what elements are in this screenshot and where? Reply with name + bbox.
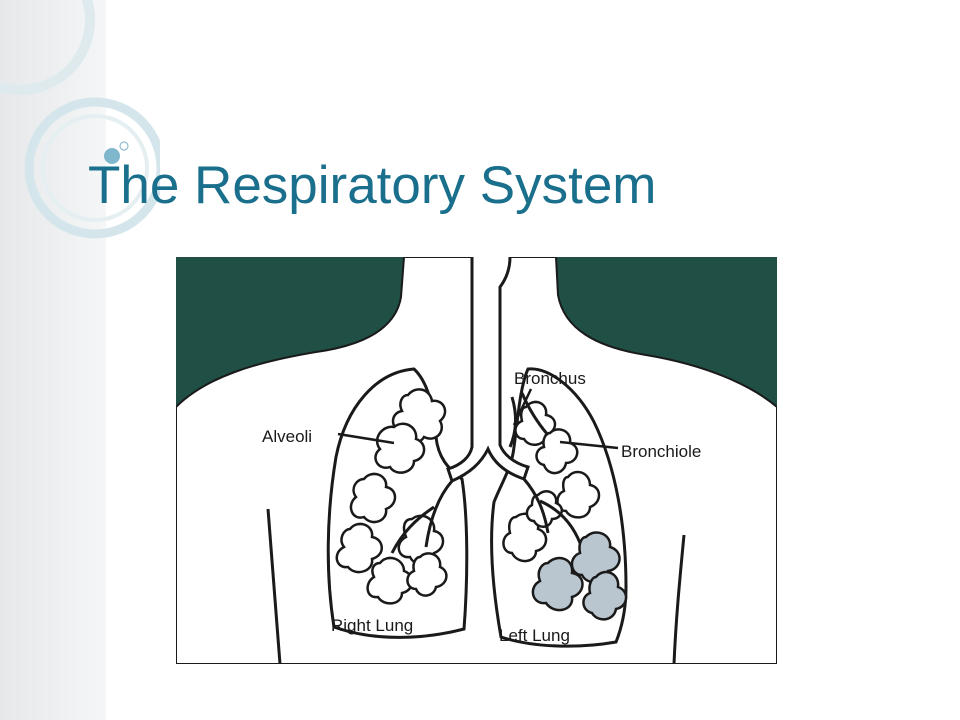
- left-lung-alveoli: [502, 400, 601, 563]
- respiratory-diagram: Bronchus Alveoli Bronchiole Right Lung L…: [176, 257, 777, 664]
- deco-dot-small: [119, 141, 129, 151]
- alveoli-leader: [337, 432, 395, 445]
- deco-dot-large: [104, 148, 120, 164]
- decorative-circles: [0, 0, 160, 239]
- label-bronchus: Bronchus: [514, 369, 586, 388]
- deco-ring-top: [0, 0, 95, 95]
- deco-ring-inner: [41, 114, 149, 222]
- bronchiole-leader: [559, 440, 619, 450]
- bronchus-leader: [512, 388, 533, 426]
- right-lung-alveoli: [335, 388, 448, 605]
- right-arm-crease: [266, 508, 282, 664]
- trachea: [446, 257, 530, 484]
- left-arm-crease: [672, 534, 686, 664]
- slide-title: The Respiratory System: [88, 156, 657, 215]
- label-alveoli: Alveoli: [262, 427, 312, 446]
- label-right-lung: Right Lung: [331, 616, 413, 635]
- respiratory-illustration: Bronchus Alveoli Bronchiole Right Lung L…: [176, 257, 777, 664]
- label-left-lung: Left Lung: [499, 626, 570, 645]
- left-lung-shaded-alveoli: [531, 531, 628, 621]
- deco-ring-large: [24, 97, 160, 239]
- leader-lines: [337, 388, 619, 450]
- label-bronchiole: Bronchiole: [621, 442, 701, 461]
